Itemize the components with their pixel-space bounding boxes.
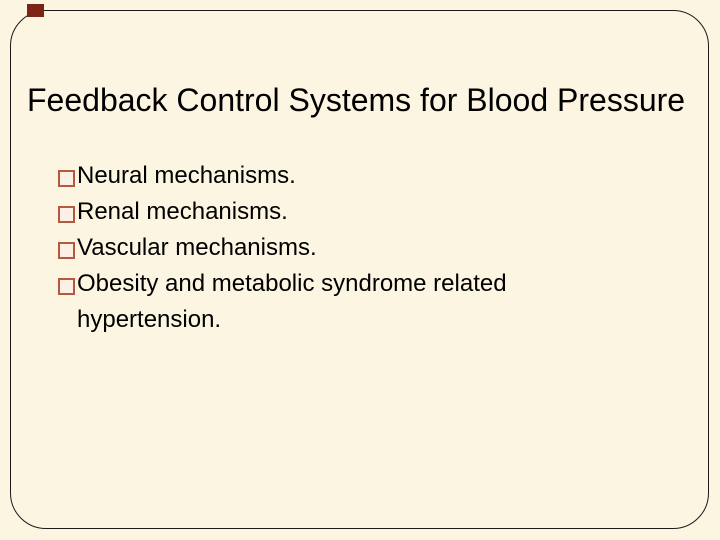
list-item-text: Obesity and metabolic syndrome related h… xyxy=(77,270,507,333)
bullet-list: Neural mechanisms. Renal mechanisms. Vas… xyxy=(58,158,558,338)
list-item: Renal mechanisms. xyxy=(58,194,558,230)
list-item: Neural mechanisms. xyxy=(58,158,558,194)
square-bullet-icon xyxy=(58,278,75,295)
square-bullet-icon xyxy=(58,206,75,223)
list-item-text: Renal mechanisms. xyxy=(77,198,288,225)
accent-rectangle xyxy=(27,4,44,17)
slide-title: Feedback Control Systems for Blood Press… xyxy=(27,82,686,119)
square-bullet-icon xyxy=(58,170,75,187)
list-item-text: Vascular mechanisms. xyxy=(77,234,317,261)
slide-border xyxy=(10,10,709,529)
square-bullet-icon xyxy=(58,242,75,259)
list-item: Vascular mechanisms. xyxy=(58,230,558,266)
list-item-text: Neural mechanisms. xyxy=(77,162,296,189)
list-item: Obesity and metabolic syndrome related h… xyxy=(58,266,558,338)
